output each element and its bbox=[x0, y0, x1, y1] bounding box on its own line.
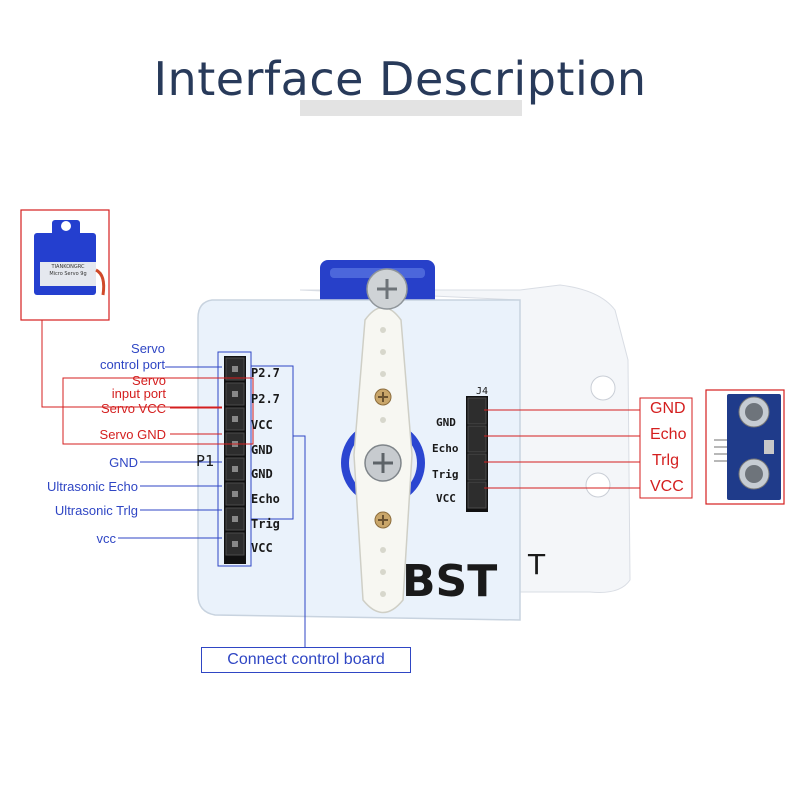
mounting-bracket bbox=[299, 284, 631, 593]
label-right-gnd: GND bbox=[650, 400, 686, 417]
label-right-trig: Trlg bbox=[652, 452, 679, 469]
header-pin-label: VCC bbox=[251, 418, 273, 432]
ultrasonic-pin-label: GND bbox=[436, 416, 456, 429]
page-title: Interface Description bbox=[153, 52, 647, 106]
j4-header bbox=[466, 396, 488, 512]
label-ultrasonic-echo: Ultrasonic Echo bbox=[46, 479, 138, 494]
screw bbox=[366, 268, 408, 310]
label-vcc: vcc bbox=[96, 531, 117, 546]
label-servo-input-port: Servo input port bbox=[40, 374, 166, 400]
label-servo-control-port: Servo control port bbox=[40, 341, 165, 373]
ultrasonic-pin-label: VCC bbox=[436, 492, 456, 505]
label-line: Servo bbox=[132, 373, 166, 388]
label-right-echo: Echo bbox=[650, 426, 687, 443]
servo-thumbnail bbox=[34, 220, 106, 296]
bracket-hole bbox=[590, 375, 616, 401]
ultrasonic-pin-label: Echo bbox=[432, 442, 459, 455]
ultrasonic-sensor bbox=[714, 394, 781, 500]
label-gnd: GND bbox=[109, 455, 138, 470]
horn-holes bbox=[380, 327, 386, 597]
red-annotation-lines bbox=[41, 320, 693, 499]
servo-brand-text: TIANKONGRC bbox=[51, 264, 85, 270]
label-ultrasonic-trig: Ultrasonic Trlg bbox=[54, 503, 138, 518]
header-pin-label: Trig bbox=[251, 517, 280, 531]
servo-thumbnail-text: TIANKONGRC Micro Servo 9g bbox=[42, 264, 94, 278]
servo-model-text: Micro Servo 9g bbox=[49, 271, 87, 277]
title-underline-bar bbox=[300, 100, 522, 116]
ultrasonic-header-ref: J4 bbox=[476, 386, 489, 397]
blue-annotation-lines bbox=[118, 351, 306, 647]
header-pin-label: P2.7 bbox=[251, 392, 280, 406]
label-line: Servo bbox=[131, 341, 165, 356]
header-pin-label: Echo bbox=[251, 492, 280, 506]
label-servo-vcc: Servo VCC bbox=[100, 401, 166, 416]
ultrasonic-pin-label: Trig bbox=[432, 468, 459, 481]
board-silk-bst: BST bbox=[402, 556, 498, 607]
p1-header bbox=[224, 356, 246, 564]
bracket-hole bbox=[585, 472, 611, 498]
header-pin-label: VCC bbox=[251, 541, 273, 555]
header-ref-label: P1 bbox=[196, 452, 215, 470]
label-servo-gnd: Servo GND bbox=[99, 427, 166, 442]
board-silk-t: T bbox=[528, 548, 546, 581]
label-line: control port bbox=[99, 357, 165, 372]
connect-control-board-label: Connect control board bbox=[201, 647, 411, 673]
label-line: input port bbox=[111, 386, 166, 401]
label-right-vcc: VCC bbox=[650, 478, 684, 495]
header-pin-label: GND bbox=[251, 467, 273, 481]
header-pin-label: GND bbox=[251, 443, 273, 457]
header-pin-label: P2.7 bbox=[251, 366, 280, 380]
